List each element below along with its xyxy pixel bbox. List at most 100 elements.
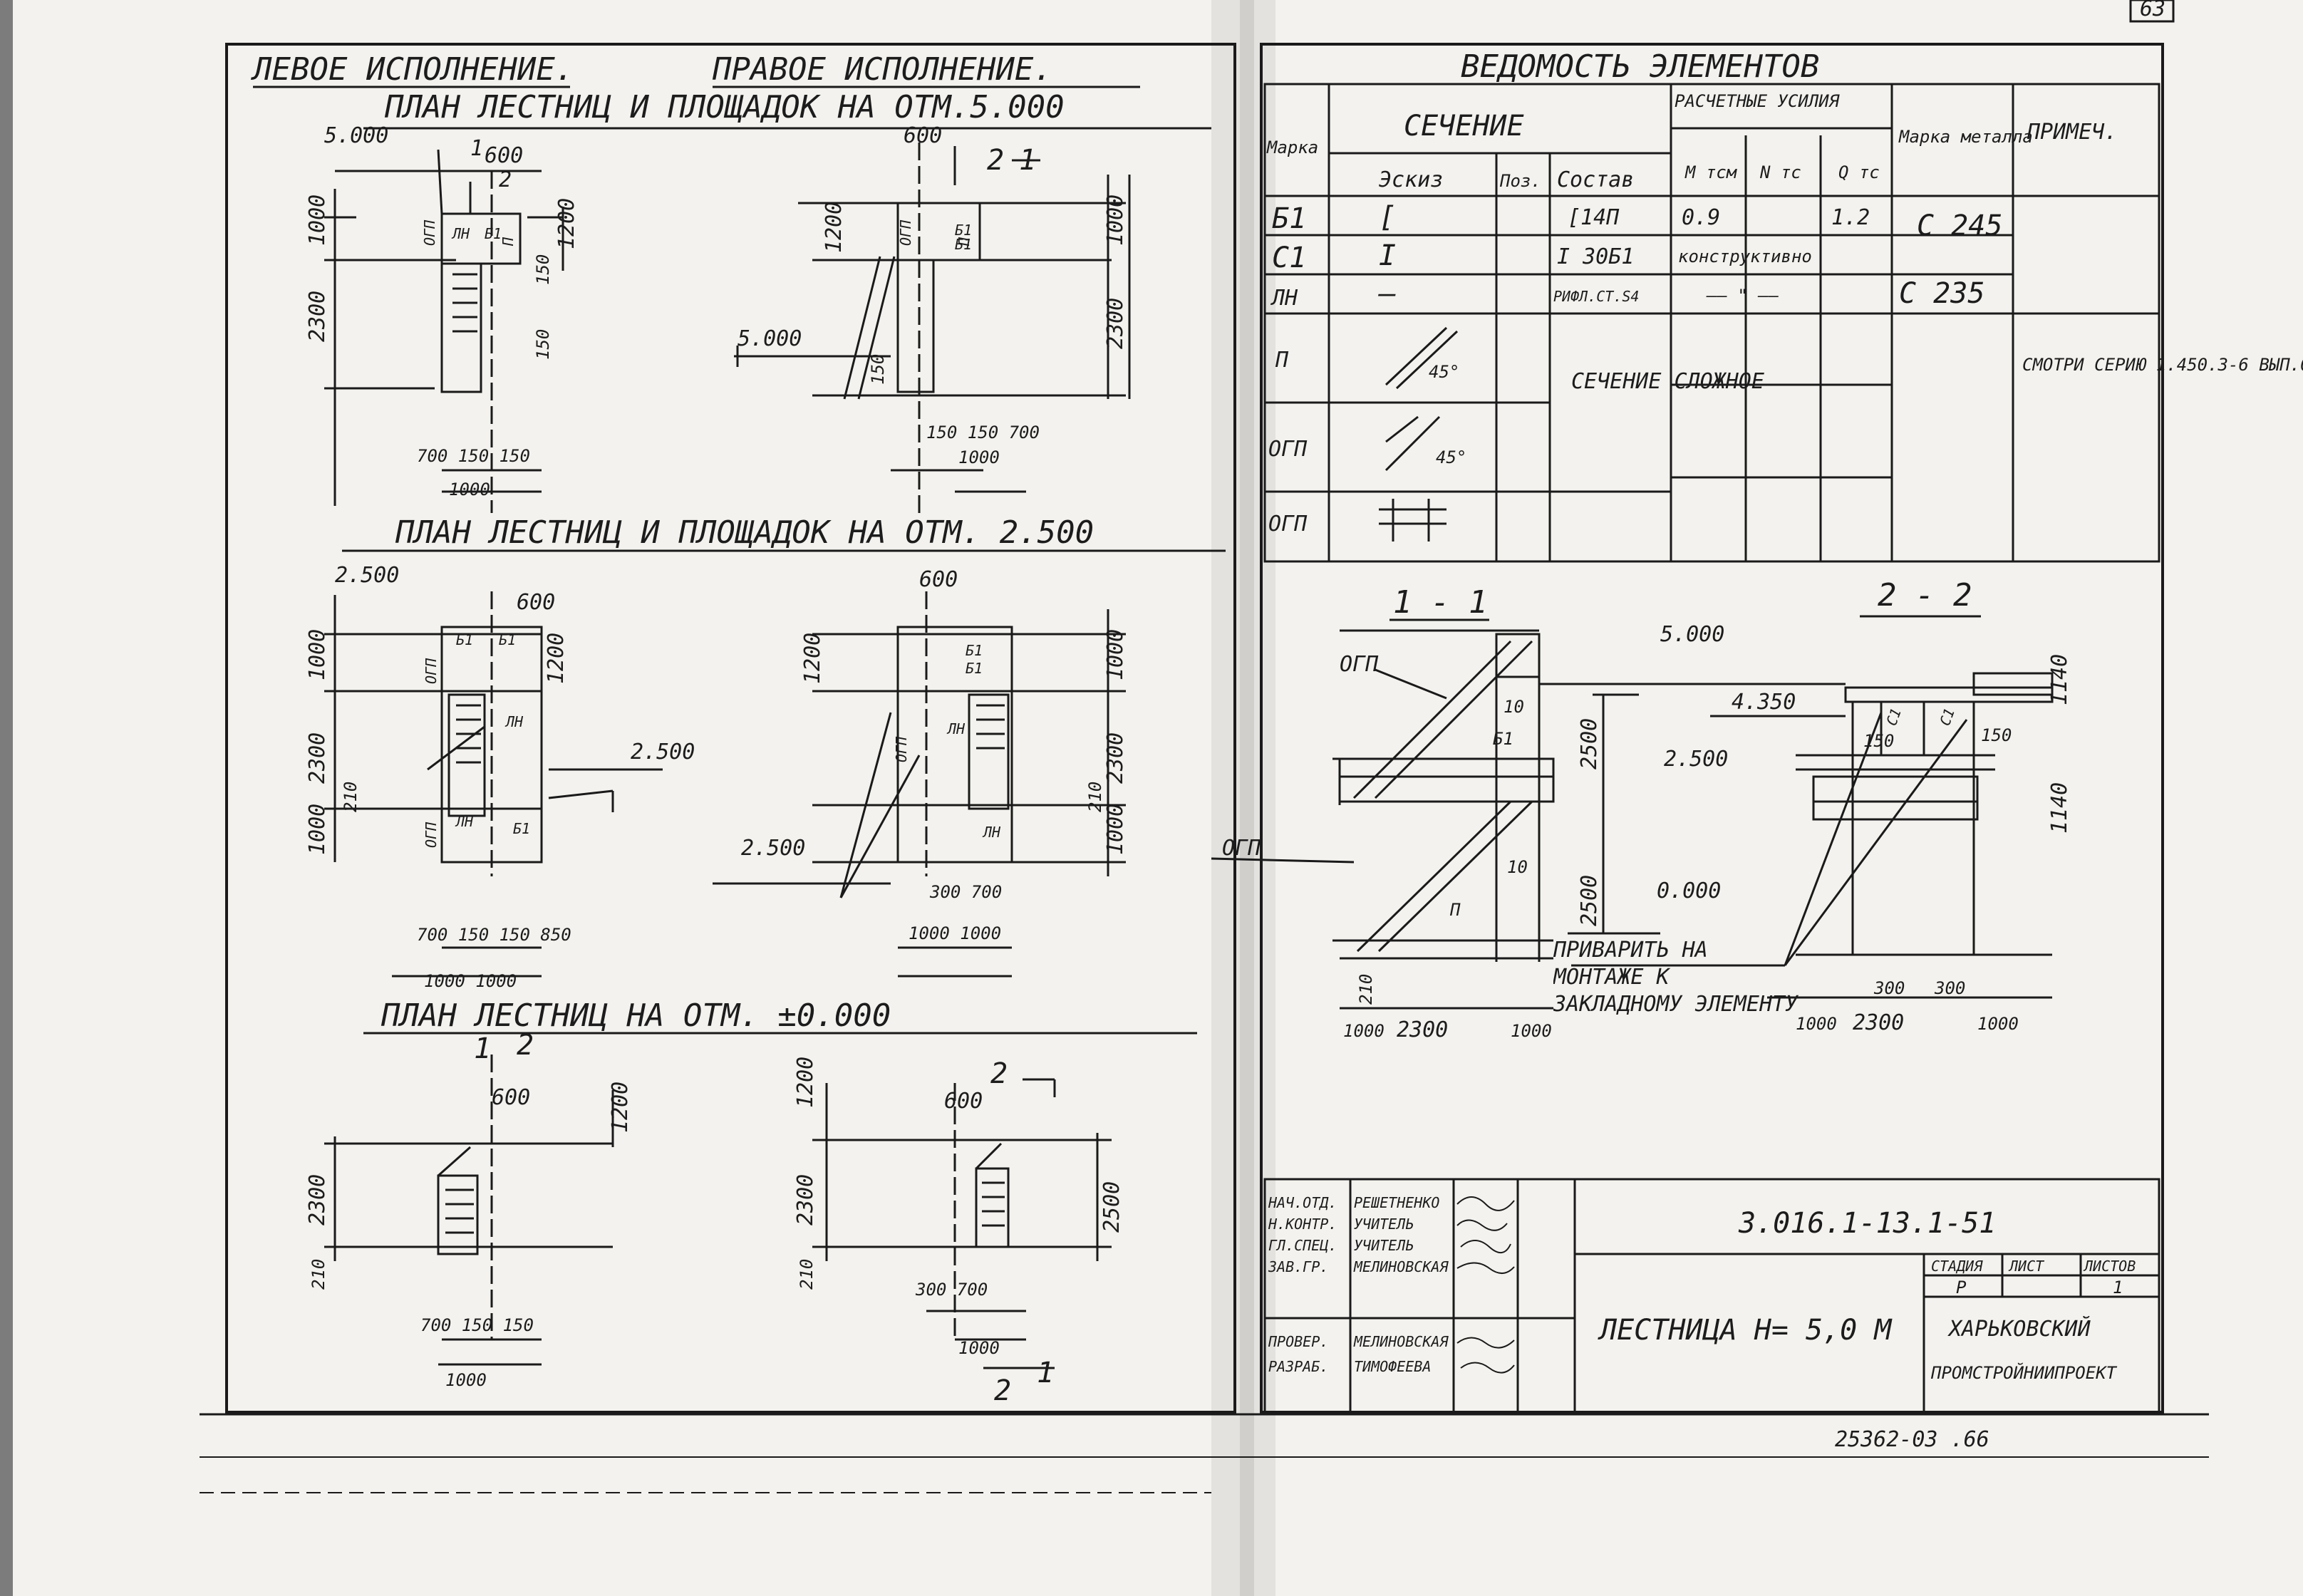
plan1-right-lbl-b1: Б1 [955, 222, 972, 239]
section11-bottom-b: 2300 [1397, 1017, 1448, 1042]
section22-d150a: 150 [1863, 731, 1894, 751]
plan2-left-lbl-b1a: Б1 [456, 631, 473, 648]
section11-label-ogp2: ОГП [1222, 836, 1261, 861]
section11-level-bot: 0.000 [1657, 879, 1721, 903]
plan1-left-sec2: 2 [499, 167, 512, 192]
section11-title: 1 - 1 [1393, 584, 1487, 621]
row-marka: ЛН [1270, 286, 1298, 311]
plan3-left-d210: 210 [309, 1259, 328, 1290]
plan3-left-d600: 600 [492, 1085, 530, 1110]
plan1-right [734, 142, 1131, 513]
plan2-right-d1000a: 1000 [1103, 629, 1128, 680]
section11-d2500b: 2500 [1577, 875, 1602, 926]
plan3-right-d600: 600 [944, 1089, 983, 1114]
plan1-left-d2300: 2300 [305, 291, 330, 342]
section11-bottom-a: 1000 [1343, 1021, 1385, 1041]
row-m: 0.9 [1682, 205, 1720, 230]
plan2-left-d2300: 2300 [305, 732, 330, 784]
archive-number: 25362-03 .66 [1835, 1427, 1989, 1452]
section22-d150b: 150 [1981, 725, 2012, 745]
plan1-right-lbl-p: П [956, 237, 973, 247]
plan1-left-level: 5.000 [324, 123, 388, 148]
plan2-right-d2300: 2300 [1103, 732, 1128, 784]
row-marka: С1 [1272, 242, 1306, 274]
plan1-right-bottom: 150 150 700 [926, 423, 1040, 442]
th-forces: РАСЧЕТНЫЕ УСИЛИЯ [1675, 91, 1840, 111]
plan1-left-total: 1000 [449, 480, 490, 499]
stamp-code: 3.016.1-13.1-51 [1738, 1207, 1996, 1240]
plan2-left-bottom: 700 150 150 850 [417, 925, 571, 945]
stamp-stage-label: СТАДИЯ [1931, 1258, 1983, 1275]
plan2-right-d1000b: 1000 [1103, 804, 1128, 855]
row-m: —— " —— [1706, 286, 1779, 306]
table-row-b1: Б1 [ [14П 0.9 1.2 С 245 [1272, 201, 2002, 242]
row-sostav: [14П [1568, 205, 1620, 230]
section22-bottom-b: 2300 [1853, 1010, 1904, 1035]
plan3-right-d210: 210 [797, 1259, 817, 1290]
plan1-left-sec1: 1 [470, 136, 483, 161]
title-block [1263, 1178, 2160, 1416]
plan2-left-level: 2.500 [335, 563, 399, 588]
plan2-right-lbl-ogp: ОГП [893, 736, 910, 762]
stamp-role: ПРОВЕР. [1268, 1333, 1328, 1350]
plan1-right-lbl-b1b: Б1 [955, 236, 972, 253]
th-section: СЕЧЕНИЕ [1404, 110, 1524, 142]
table-row-ogp1: ОГП 45° СЕЧЕНИЕ СЛОЖНОЕ [1268, 369, 1764, 472]
row-m: конструктивно [1678, 247, 1812, 266]
stamp-sheet-label: ЛИСТ [2008, 1258, 2045, 1275]
plan2-right-d210: 210 [1085, 782, 1105, 812]
plan2-left-lbl-b1c: Б1 [513, 820, 530, 837]
stamp-person: ТИМОФЕЕВА [1354, 1358, 1431, 1375]
plan1-right-d600: 600 [904, 123, 942, 148]
section11-l10b: 10 [1507, 857, 1528, 877]
stamp-role: ЗАВ.ГР. [1268, 1258, 1328, 1275]
plan1-left-d150a: 150 [533, 254, 553, 285]
plan1-right-d2300: 2300 [1103, 298, 1128, 349]
stamp-people: НАЧ.ОТД. РЕШЕТНЕНКО Н.КОНТР. УЧИТЕЛЬ ГЛ.… [1268, 1194, 1449, 1375]
plan1-left-lbl-p: П [500, 237, 517, 247]
section22-bottom-a: 1000 [1796, 1014, 1837, 1034]
plan1-left-lbl-b1: Б1 [485, 225, 502, 242]
th-poz: Поз. [1499, 171, 1541, 191]
stamp-drawing-title: ЛЕСТНИЦА H= 5,0 М [1598, 1314, 1893, 1347]
plan2-left-total: 1000 1000 [424, 971, 517, 991]
plan1-right-sec1: 1 [1019, 144, 1036, 177]
plan3-title: ПЛАН ЛЕСТНИЦ НА ОТМ. ±0.000 [381, 998, 891, 1034]
plan3-left-d2300: 2300 [305, 1174, 330, 1226]
stamp-sheets-label: ЛИСТОВ [2083, 1258, 2136, 1275]
page-number: 63 [2140, 0, 2165, 21]
table-row-p: П 45° [1275, 326, 1459, 390]
row-eskiz: I [1379, 239, 1396, 272]
row-eskiz: 45° [1429, 362, 1459, 382]
row-sostav: СЕЧЕНИЕ СЛОЖНОЕ [1571, 369, 1764, 394]
table-row-ln: ЛН — РИФЛ.СТ.S4 —— " —— С 235 [1270, 277, 1984, 311]
th-m: M тсм [1684, 162, 1738, 182]
stamp-role: НАЧ.ОТД. [1268, 1194, 1337, 1211]
plan3-left-sec1: 1 [474, 1032, 491, 1065]
plan2-right-bottom: 300 700 [929, 882, 1002, 902]
table-row-ogp2: ОГП [1268, 499, 1447, 542]
plan2-right-total: 1000 1000 [909, 923, 1001, 943]
section11-d2500a: 2500 [1577, 718, 1602, 770]
th-eskiz: Эскиз [1379, 167, 1443, 192]
table-row-c1: С1 I I 30Б1 конструктивно [1272, 239, 1812, 274]
plan1-left-d600: 600 [485, 143, 523, 168]
stamp-signatures [1456, 1196, 1515, 1374]
section22-title: 2 - 2 [1878, 577, 1972, 613]
section22-level: 4.350 [1732, 690, 1796, 715]
section11-label-ogp1: ОГП [1340, 652, 1379, 677]
th-q: Q тс [1838, 162, 1880, 182]
stamp-person: МЕЛИНОВСКАЯ [1353, 1333, 1449, 1350]
stamp-org2: ПРОМСТРОЙНИИПРОЕКТ [1930, 1362, 2118, 1383]
stamp-sheet: 1 [2113, 1278, 2123, 1297]
row-marka: П [1275, 348, 1289, 373]
plan2-left-lbl-ogp2: ОГП [423, 822, 440, 848]
plan3-right-total: 1000 [958, 1338, 1000, 1358]
plan2-right-lbl-ln1: ЛН [946, 720, 966, 737]
stamp-stage: Р [1956, 1278, 1967, 1297]
section22-d300b: 300 [1934, 978, 1965, 998]
stamp-person: УЧИТЕЛЬ [1354, 1237, 1414, 1254]
table-title: ВЕДОМОСТЬ ЭЛЕМЕНТОВ [1461, 48, 1819, 85]
weld-note: ПРИВАРИТЬ НА МОНТАЖЕ К ЗАКЛАДНОМУ ЭЛЕМЕН… [1553, 938, 1799, 1017]
